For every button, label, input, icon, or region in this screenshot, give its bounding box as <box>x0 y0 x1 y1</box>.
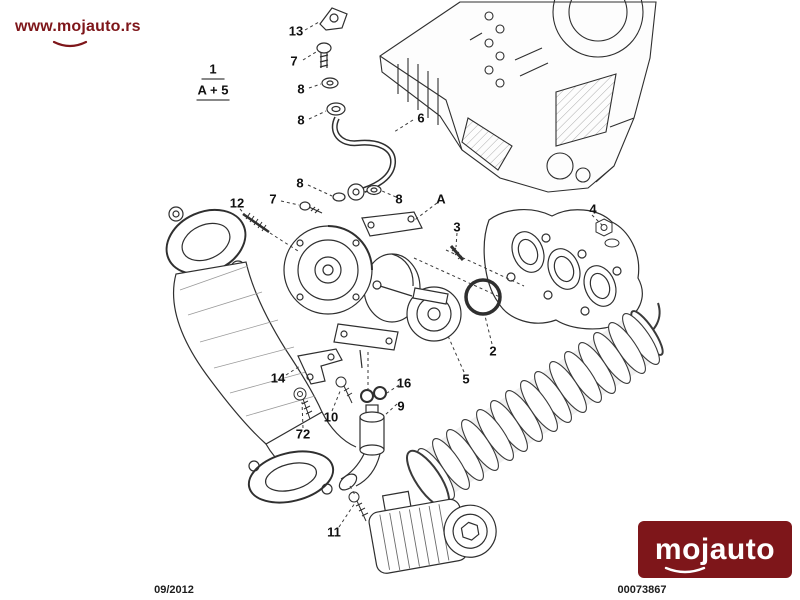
callout-11: 11 <box>327 524 341 540</box>
water-pipe-9 <box>338 386 387 491</box>
callout-72: 72 <box>295 426 311 442</box>
callout-8-a: 8 <box>297 81 305 97</box>
group-reference-top: 1 <box>201 62 225 80</box>
washer-8-a <box>321 77 339 89</box>
callout-2: 2 <box>489 343 497 359</box>
callout-4: 4 <box>589 201 597 217</box>
group-reference-label: 1 A + 5 <box>196 62 230 101</box>
site-logo: www.mojauto.rs <box>15 18 141 35</box>
logo-smile-icon <box>52 37 88 55</box>
o-ring-2 <box>464 278 502 316</box>
callout-A: A <box>436 191 446 207</box>
banjo-eye <box>347 183 365 201</box>
stud-12 <box>242 212 270 234</box>
bolt-7-lower <box>299 201 311 211</box>
bracket-14 <box>297 348 343 385</box>
nut-4 <box>595 218 620 248</box>
callout-14: 14 <box>270 370 286 386</box>
callout-5: 5 <box>462 371 470 387</box>
footer-date: 09/2012 <box>154 584 194 596</box>
bolt-72 <box>293 387 313 420</box>
group-reference-bottom: A + 5 <box>196 81 230 101</box>
callout-9: 9 <box>397 398 405 414</box>
callout-12: 12 <box>229 195 245 211</box>
bolt-10 <box>335 376 353 404</box>
exhaust-manifold <box>483 209 643 330</box>
callout-16: 16 <box>396 375 412 391</box>
callout-13: 13 <box>288 23 304 39</box>
oil-cooler <box>368 490 497 574</box>
callout-8-b: 8 <box>297 112 305 128</box>
callout-7-lower: 7 <box>269 191 277 207</box>
washer-8-b <box>326 102 346 116</box>
o-ring-16-b <box>373 386 387 400</box>
watermark-smile-icon <box>664 563 706 581</box>
bolt-7-top <box>316 42 332 54</box>
callout-3: 3 <box>453 219 461 235</box>
stud-3 <box>449 245 465 261</box>
callout-6: 6 <box>417 110 425 126</box>
actuator-5 <box>406 286 462 342</box>
catalytic-converter <box>165 206 357 504</box>
bolt-11 <box>348 491 369 522</box>
turbocharger <box>283 211 462 369</box>
callout-8-c: 8 <box>296 175 304 191</box>
callout-10: 10 <box>323 409 339 425</box>
o-ring-16-a <box>360 389 374 403</box>
leader-lines <box>239 21 603 528</box>
clip-13 <box>319 7 348 31</box>
footer-document-number: 00073867 <box>617 584 667 596</box>
intake-hose <box>406 302 664 509</box>
brand-watermark-text: mojauto <box>654 532 776 566</box>
oil-feed-pipe-group <box>299 7 396 214</box>
callout-8-d: 8 <box>395 191 403 207</box>
engine-block <box>379 0 657 193</box>
callout-7-top: 7 <box>290 53 298 69</box>
brand-watermark: mojauto <box>638 521 792 578</box>
washer-8-c <box>366 184 382 196</box>
washer-8-d <box>332 192 346 202</box>
